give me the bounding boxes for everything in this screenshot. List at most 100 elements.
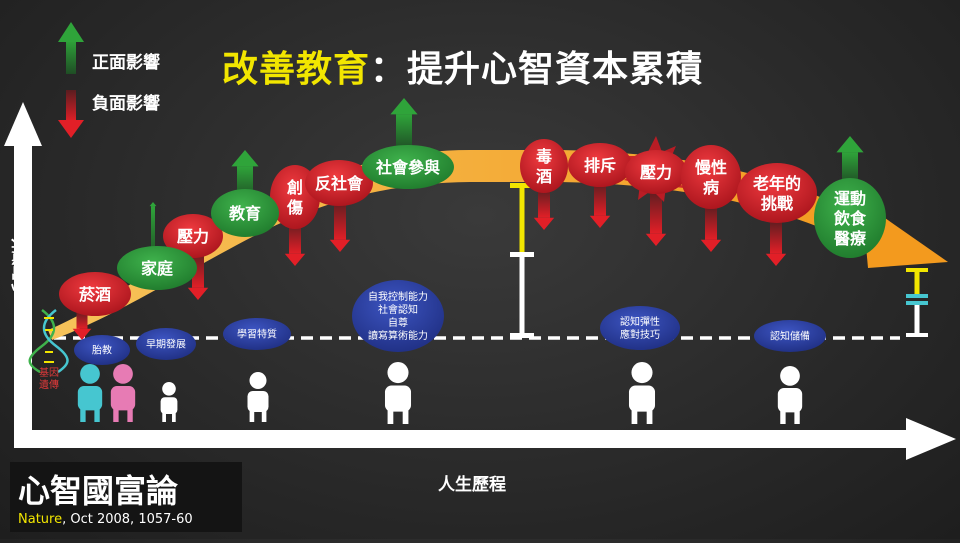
positive-factor-bubble-shape	[362, 145, 454, 189]
negative-arrow-icon	[589, 182, 611, 228]
negative-factor-bubble-shape	[163, 214, 223, 258]
baseline-bubble-shape	[74, 335, 130, 365]
legend-negative-arrow-icon	[58, 90, 84, 138]
positive-factor-bubble-shape	[117, 246, 197, 290]
baseline-bubble: 認知儲備	[754, 320, 826, 352]
baseline-bubble-shape	[223, 318, 291, 350]
x-axis	[14, 418, 956, 460]
dna-helix-icon	[28, 309, 69, 374]
mother-figure-icon	[110, 364, 136, 422]
infant-figure-icon	[160, 382, 178, 422]
y-axis-label: 心智資本	[10, 236, 28, 296]
title-rest: ：提升心智資本累積	[370, 49, 704, 90]
negative-factor-bubble-shape	[59, 272, 131, 316]
negative-factor-bubble-text: 排斥	[584, 156, 616, 175]
baseline-bubble-shape	[754, 320, 826, 352]
negative-factor-bubble-text: 菸酒	[79, 285, 111, 304]
negative-factor-bubble-text: 傷	[286, 198, 303, 217]
legend-positive-arrow-icon	[58, 22, 84, 74]
baseline-bubble: 早期發展	[136, 328, 196, 360]
baseline-bubble-text: 認知儲備	[770, 330, 810, 343]
capital-gap-marker	[510, 183, 534, 338]
negative-factor-bubble-text: 反社會	[315, 174, 364, 193]
adult-figure-icon	[628, 362, 656, 424]
page-title: 改善教育：提升心智資本累積	[222, 40, 703, 92]
negative-factor-bubble: 排斥	[568, 143, 632, 187]
negative-factor-bubble-text: 老年的	[752, 174, 801, 193]
negative-arrow-icon	[645, 190, 667, 246]
baseline-bubble-text: 認知彈性	[620, 315, 660, 328]
retirement-gap-marker	[906, 268, 928, 337]
negative-factor-bubble-text: 挑戰	[761, 194, 793, 213]
father-figure-icon	[77, 364, 103, 422]
positive-factor-bubble: 家庭	[117, 246, 197, 290]
negative-arrow-icon	[700, 205, 722, 252]
negative-arrow-icon	[765, 220, 787, 266]
baseline-bubble-text: 自我控制能力	[368, 290, 428, 303]
positive-factor-bubble-text: 運動	[834, 189, 866, 208]
negative-arrow-icon	[187, 250, 209, 300]
negative-factor-bubble-text: 慢性	[695, 158, 727, 177]
negative-arrow-icon	[329, 200, 351, 252]
positive-factor-bubble: 教育	[211, 189, 279, 237]
baseline-bubble-text: 應對技巧	[620, 328, 660, 341]
positive-factor-bubble-text: 教育	[229, 204, 261, 223]
baseline-bubble-shape	[352, 280, 444, 352]
positive-arrow-icon	[836, 136, 864, 184]
baseline-bubble-text: 胎教	[92, 344, 112, 357]
title-highlight: 改善教育	[222, 49, 371, 90]
positive-factor-bubble: 社會參與	[362, 145, 454, 189]
legend-negative-label: 負面影響	[92, 94, 160, 114]
positive-arrow-icon	[149, 202, 157, 262]
baseline-bubble-shape	[136, 328, 196, 360]
influence-arrows	[72, 98, 864, 340]
citation-box	[10, 462, 242, 532]
negative-factor-bubble-text: 壓力	[640, 163, 672, 182]
negative-factor-bubble-shape	[520, 139, 568, 193]
baseline-bubble-text: 早期發展	[146, 338, 186, 351]
negative-factor-bubble-shape	[305, 160, 373, 206]
negative-factor-bubble: 反社會	[305, 160, 373, 206]
citation-title: 心智國富論	[18, 472, 179, 510]
citation-journal: Nature	[18, 512, 63, 527]
stage-label-school: 學校	[228, 431, 259, 449]
citation-reference: Nature, Oct 2008, 1057-60	[18, 512, 193, 527]
baseline-bubble-text: 社會認知	[378, 303, 418, 316]
x-axis-label: 人生歷程	[438, 475, 506, 495]
baseline-bubble-text: 自尊	[388, 316, 408, 329]
negative-arrow-icon	[533, 188, 555, 230]
negative-factor-bubble-text: 壓力	[177, 227, 209, 246]
senior-figure-icon	[777, 366, 803, 424]
negative-arrow-icon	[72, 310, 92, 340]
negative-factor-bubble: 壓力	[625, 150, 687, 194]
negative-factor-bubble-shape	[681, 145, 741, 209]
positive-factor-bubble-text: 社會參與	[375, 158, 440, 177]
positive-factor-bubble-shape	[211, 189, 279, 237]
child-figure-icon	[247, 372, 269, 422]
negative-factor-bubble-text: 病	[703, 178, 719, 197]
youth-figure-icon	[384, 362, 412, 424]
positive-factor-bubble-text: 家庭	[141, 259, 173, 278]
baseline-bubble-text: 學習特質	[237, 328, 277, 341]
baseline-bubble-text: 讀寫算術能力	[368, 329, 428, 342]
positive-factor-bubble-text: 醫療	[834, 229, 867, 248]
negative-factor-bubble: 菸酒	[59, 272, 131, 316]
positive-factor-bubble-shape	[814, 178, 886, 258]
negative-factor-bubble: 壓力	[163, 214, 223, 258]
factor-bubbles: 菸酒壓力創傷反社會毒酒排斥壓力慢性病老年的挑戰家庭教育社會參與運動飲食醫療胎教早…	[59, 139, 886, 365]
negative-factor-bubble: 毒酒	[520, 139, 568, 193]
people-figures	[77, 362, 803, 424]
negative-factor-bubble: 慢性病	[681, 145, 741, 209]
negative-factor-bubble-shape	[625, 150, 687, 194]
negative-factor-bubble-text: 毒	[536, 147, 552, 166]
dna-label: 基因遺傳	[39, 368, 59, 391]
negative-factor-bubble-text: 創	[286, 178, 303, 197]
y-axis	[4, 102, 42, 442]
legend-positive-label: 正面影響	[92, 53, 160, 73]
